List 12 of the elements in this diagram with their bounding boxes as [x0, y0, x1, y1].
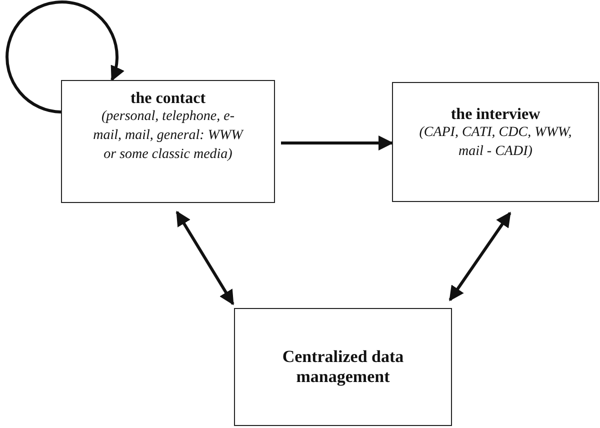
box-heading: Centralized data management: [281, 346, 405, 388]
process-box: [61, 80, 275, 203]
process-box: [392, 82, 599, 202]
arrow: [176, 210, 234, 306]
box-description: (CAPI, CATI, CDC, WWW, mail - CADI): [418, 124, 573, 162]
arrow: [281, 136, 394, 150]
box-heading: the contact: [130, 89, 206, 108]
process-box: [234, 308, 452, 426]
arrow: [448, 212, 512, 302]
box-description: (personal, telephone, e-mail, mail, general: WWW or some classic media): [92, 108, 245, 164]
box-heading: the interview: [450, 105, 540, 124]
arrow: [6, 0, 124, 114]
